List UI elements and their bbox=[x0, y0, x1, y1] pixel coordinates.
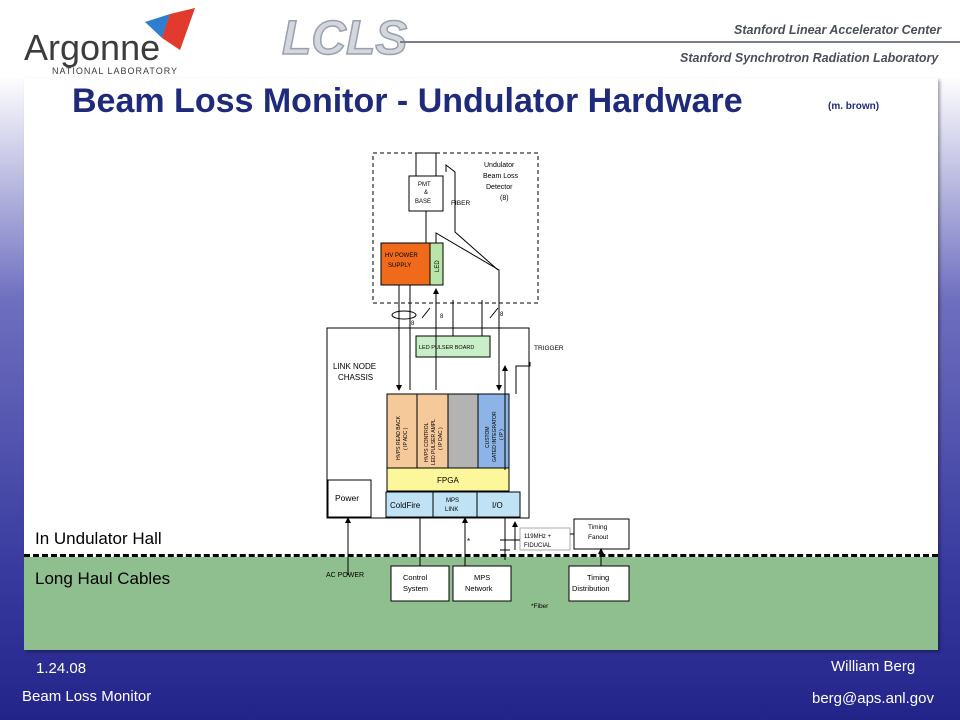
led-label: LED bbox=[435, 260, 441, 272]
cgi-label-2: GATED INTEGRATOR bbox=[492, 411, 498, 462]
hv-label-2: SUPPLY bbox=[388, 263, 411, 269]
timing-dist-label-1: Timing bbox=[587, 573, 609, 582]
pmt-base-box bbox=[408, 175, 444, 212]
power-box bbox=[327, 479, 372, 518]
slide-author: (m. brown) bbox=[828, 101, 880, 112]
slac-lines: Stanford Linear Accelerator Center Stanf… bbox=[400, 23, 960, 65]
lcls-logo: LCLS bbox=[281, 11, 408, 66]
fpga-label: FPGA bbox=[437, 476, 459, 485]
chassis-label-1: LINK NODE bbox=[333, 362, 376, 371]
ac-power-label: AC POWER bbox=[326, 572, 364, 579]
hvps-rb-label-1: HVPS READ BACK bbox=[396, 415, 402, 460]
count-label-2: 8 bbox=[440, 314, 444, 320]
pmt-label-2: & bbox=[424, 190, 428, 196]
mps-network-label-2: Network bbox=[465, 584, 493, 593]
control-system-label-1: Control bbox=[403, 573, 428, 582]
hv-label-1: HV POWER bbox=[385, 253, 418, 259]
footer-date: 1.24.08 bbox=[36, 660, 87, 677]
timing-distribution-box bbox=[568, 565, 630, 602]
freq-label-2: FIDUCIAL bbox=[524, 543, 552, 549]
hvps-ctl-label-2: LED PULSER AMPL bbox=[431, 419, 437, 465]
hvps-ctl-label-1: HVPS CONTROL bbox=[424, 422, 430, 462]
hvps-ctl-label-3: ( IP DAC ) bbox=[438, 427, 444, 450]
count-label-1: 8 bbox=[411, 321, 415, 327]
hvps-rb-label-2: ( IP ADC ) bbox=[403, 427, 409, 450]
timing-fanout-label-1: Timing bbox=[588, 524, 608, 531]
chassis-label-2: CHASSIS bbox=[338, 373, 373, 382]
mps-network-box bbox=[452, 565, 512, 602]
timing-fanout-box bbox=[573, 518, 630, 550]
hv-power-supply-box bbox=[380, 242, 431, 286]
hvps-readback-card bbox=[386, 393, 418, 469]
io-box bbox=[476, 491, 521, 518]
footer-name: William Berg bbox=[831, 658, 916, 675]
cgi-label-1: CUSTOM bbox=[485, 426, 491, 448]
mps-link-box bbox=[432, 491, 478, 518]
detector-enclosure bbox=[372, 152, 539, 304]
timing-dist-label-2: Distribution bbox=[572, 584, 610, 593]
detector-label-4: (8) bbox=[500, 195, 509, 202]
led-pulser-label: LED PULSER BOARD bbox=[419, 345, 474, 351]
argonne-subtitle: NATIONAL LABORATORY bbox=[52, 66, 178, 76]
fiber-note: *Fiber bbox=[531, 603, 549, 610]
io-label: I/O bbox=[492, 501, 503, 510]
slac-line1: Stanford Linear Accelerator Center bbox=[734, 23, 942, 37]
frequency-label-box bbox=[519, 527, 571, 551]
zone-label-undulator-hall: In Undulator Hall bbox=[35, 529, 162, 548]
coldfire-box bbox=[385, 491, 434, 518]
hall-boundary-line bbox=[24, 554, 938, 557]
argonne-logo: Argonne NATIONAL LABORATORY bbox=[24, 8, 195, 76]
lcls-wordmark: LCLS bbox=[282, 12, 407, 65]
header-banner: Argonne NATIONAL LABORATORY LCLS Stanfor… bbox=[0, 0, 960, 78]
footer-email: berg@aps.anl.gov bbox=[812, 690, 934, 707]
argonne-wordmark: Argonne bbox=[24, 27, 160, 68]
zone-label-long-haul: Long Haul Cables bbox=[35, 569, 171, 588]
footer-topic: Beam Loss Monitor bbox=[22, 688, 152, 705]
mps-link-label-2: LINK bbox=[445, 507, 458, 513]
trigger-label: TRIGGER bbox=[534, 345, 564, 352]
detector-label-2: Beam Loss bbox=[483, 173, 519, 180]
coldfire-label: ColdFire bbox=[390, 501, 421, 510]
pmt-label-3: BASE bbox=[415, 199, 431, 205]
slide-title: Beam Loss Monitor - Undulator Hardware bbox=[72, 82, 743, 120]
count-label-3: 8 bbox=[500, 312, 504, 318]
control-system-box bbox=[390, 565, 450, 602]
mps-network-label-1: MPS bbox=[474, 573, 490, 582]
fpga-box bbox=[386, 467, 510, 492]
detector-label-1: Undulator bbox=[484, 162, 515, 169]
freq-label-1: 119MHz + bbox=[524, 534, 552, 540]
power-label: Power bbox=[335, 493, 359, 503]
link-node-chassis bbox=[326, 327, 530, 519]
timing-fanout-label-2: Fanout bbox=[588, 534, 608, 541]
detector-label-3: Detector bbox=[486, 184, 513, 191]
star-marker: * bbox=[467, 537, 470, 546]
slac-line2: Stanford Synchrotron Radiation Laborator… bbox=[680, 51, 939, 65]
fiber-label: FIBER bbox=[451, 200, 470, 207]
gated-integrator-card bbox=[477, 393, 510, 469]
control-system-label-2: System bbox=[403, 584, 428, 593]
pmt-label-1: PMT bbox=[418, 182, 431, 188]
cgi-label-3: ( IP ) bbox=[499, 429, 505, 440]
mps-link-label-1: MPS bbox=[446, 498, 459, 504]
spare-card-slot bbox=[447, 393, 479, 469]
